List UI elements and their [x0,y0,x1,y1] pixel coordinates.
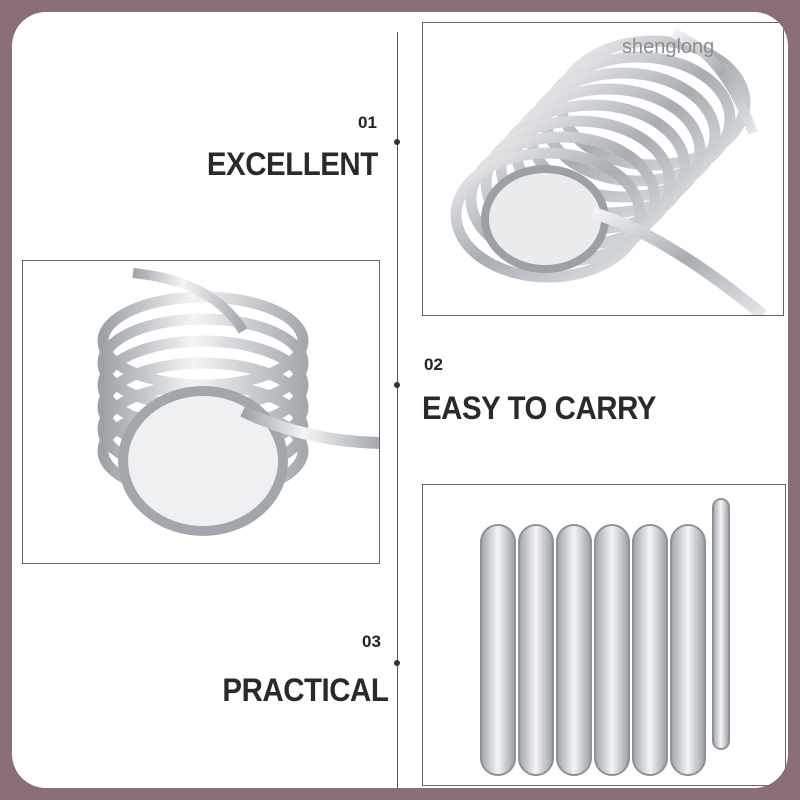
coil-spring-side-image [480,498,730,776]
coil-spring-side-photo [422,484,786,786]
coil-spring-front-image [97,268,379,536]
timeline-dot-02 [394,382,400,388]
feature-title-easy-to-carry: EASY TO CARRY [422,390,656,426]
timeline-dot-01 [394,139,400,145]
brand-watermark: shenglong [622,36,715,58]
product-panel: 01 EXCELLENT 02 EASY TO CARRY 03 PRACTIC… [12,12,788,788]
feature-number-03: 03 [362,632,381,651]
coil-spring-front-photo [22,260,380,564]
feature-number-01: 01 [358,113,377,132]
coil-spring-angled-image [450,28,767,315]
center-divider [397,32,398,788]
coil-spring-angled-photo [422,22,784,316]
feature-title-practical: PRACTICAL [222,672,388,708]
feature-title-excellent: EXCELLENT [207,146,378,182]
timeline-dot-03 [394,660,400,666]
feature-number-02: 02 [424,355,443,374]
